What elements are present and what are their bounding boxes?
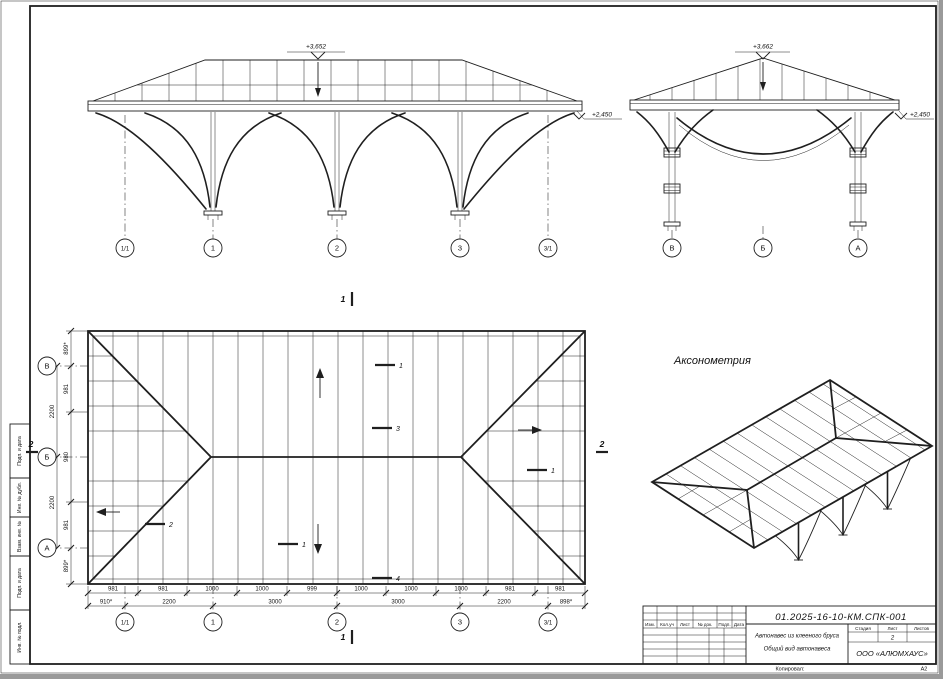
plan-axis-1-1: 1/1	[121, 621, 130, 627]
title-block: 01.2025-16-10-КМ.СПК-001 Изм. Кол.уч Лис…	[642, 605, 937, 665]
plan-axis-b: Б	[45, 453, 50, 462]
axonometry-title: Аксонометрия	[673, 355, 751, 367]
copied-label: Копировал:	[775, 667, 805, 673]
front-roof-rafters	[114, 60, 548, 101]
side-axis-b: Б	[761, 244, 766, 253]
stage-label: Стадия	[855, 626, 871, 631]
front-axis-3: 3	[458, 244, 462, 253]
dim-r1-9: 981	[555, 587, 566, 593]
dim-r2-4: 2200	[497, 600, 511, 606]
roof-plan-view: 1 3 1 2 1 4 1 1 2 2 981 981 1000 1000 99…	[26, 292, 608, 644]
axon-hips-ridge	[651, 379, 933, 549]
dim-r1-5: 1000	[354, 587, 368, 593]
sheet-label: Лист	[888, 626, 899, 631]
section-2-right: 2	[599, 439, 605, 449]
dim-li-4: 899*	[64, 559, 70, 572]
strip-field-3: Инв. № дубл.	[17, 482, 23, 513]
rev-header-data: Дата	[734, 622, 745, 627]
plan-hips-ridge	[87, 330, 586, 585]
callout-1: 3	[396, 426, 400, 433]
desk-edge-bottom	[0, 674, 943, 679]
front-level-eave: +2,450	[592, 112, 612, 119]
dim-r1-8: 981	[505, 587, 516, 593]
plan-axis-1: 1	[211, 618, 215, 627]
side-level-eave: +2,450	[910, 112, 930, 119]
dim-r1-4: 999	[307, 587, 318, 593]
rev-header-koluch: Кол.уч	[660, 622, 674, 627]
strip-field-1: Подп. и дата	[17, 568, 23, 598]
side-level-ridge: +3,662	[753, 44, 773, 51]
company-name: ООО «АЛЮМХАУС»	[856, 649, 928, 658]
desk-edge-right	[939, 0, 943, 679]
front-elevation-view: +3,652 +2,450 1/1 1 2 3 3/1	[87, 44, 622, 258]
dim-li-0: 899*	[64, 342, 70, 355]
plan-callouts: 1 3 1 2 1 4	[145, 363, 555, 583]
plan-section-marks: 1 1 2 2	[26, 292, 608, 644]
side-roof-rafters	[649, 59, 891, 100]
plan-axis-3: 3	[458, 618, 462, 627]
dim-r2-2: 3000	[268, 600, 282, 606]
plan-axis-a: А	[44, 544, 49, 553]
rev-header-ndok: № док.	[698, 622, 713, 627]
plan-hip-rafters	[88, 355, 585, 557]
callout-4: 1	[302, 542, 306, 549]
axonometric-view: Аксонометрия	[650, 355, 934, 561]
callout-2: 1	[551, 468, 555, 475]
front-axis-3-1: 3/1	[544, 247, 553, 253]
front-level-ridge: +3,652	[306, 44, 326, 51]
side-elevation-view: +3,662 +2,450 В Б А	[629, 44, 934, 258]
sheet-number: 2	[890, 636, 895, 642]
side-axis-a: А	[855, 244, 860, 253]
dim-li-2: 980	[64, 451, 70, 462]
dim-r1-0: 981	[108, 587, 119, 593]
project-title: Автонавес из клееного бруса	[754, 634, 840, 640]
dim-li-3: 981	[64, 519, 70, 530]
strip-field-0: Инв. № подл.	[17, 621, 23, 652]
dim-r2-1: 2200	[162, 600, 176, 606]
axon-hip-rafters	[677, 396, 908, 533]
dim-r1-3: 1000	[255, 587, 269, 593]
rev-header-list: Лист	[680, 622, 691, 627]
section-1-top: 1	[341, 294, 346, 304]
callout-5: 4	[396, 576, 400, 583]
section-2-left: 2	[28, 439, 34, 449]
doc-number: 01.2025-16-10-КМ.СПК-001	[775, 612, 906, 623]
plan-axis-v: В	[44, 362, 49, 371]
axon-columns	[775, 458, 912, 561]
callout-3: 2	[168, 522, 173, 529]
dim-r2-3: 3000	[391, 600, 405, 606]
drawing-title: Общий вид автонавеса	[764, 646, 832, 653]
dim-r1-1: 981	[158, 587, 169, 593]
front-axis-1-1: 1/1	[121, 247, 130, 253]
side-axis-v: В	[669, 244, 674, 253]
dim-r2-0: 910*	[100, 600, 113, 606]
plan-axis-3-1: 3/1	[544, 621, 553, 627]
dim-lo-1: 2200	[50, 495, 56, 509]
dim-lo-0: 2200	[50, 404, 56, 418]
dim-r1-7: 1000	[454, 587, 468, 593]
drawing-frame	[29, 5, 937, 665]
rev-header-izm: Изм.	[645, 622, 655, 627]
dim-r2-5: 898*	[560, 600, 573, 606]
rev-header-podp: Подп.	[718, 622, 730, 627]
strip-field-4: Подп. и дата	[17, 436, 23, 466]
sheets-label: Листов	[914, 626, 929, 631]
front-axis-1: 1	[211, 244, 215, 253]
front-axis-2: 2	[335, 244, 339, 253]
front-tree-columns	[95, 112, 575, 220]
side-columns	[636, 109, 894, 231]
dim-r1-2: 1000	[205, 587, 219, 593]
section-1-bottom: 1	[341, 632, 346, 642]
callout-0: 1	[399, 363, 403, 370]
dim-li-1: 981	[64, 383, 70, 394]
format-label: А2	[921, 667, 928, 673]
strip-field-2: Взам. инв. №	[17, 521, 23, 552]
plan-slope-arrows	[96, 368, 542, 554]
dim-r1-6: 1000	[404, 587, 418, 593]
plan-axis-2: 2	[335, 618, 339, 627]
